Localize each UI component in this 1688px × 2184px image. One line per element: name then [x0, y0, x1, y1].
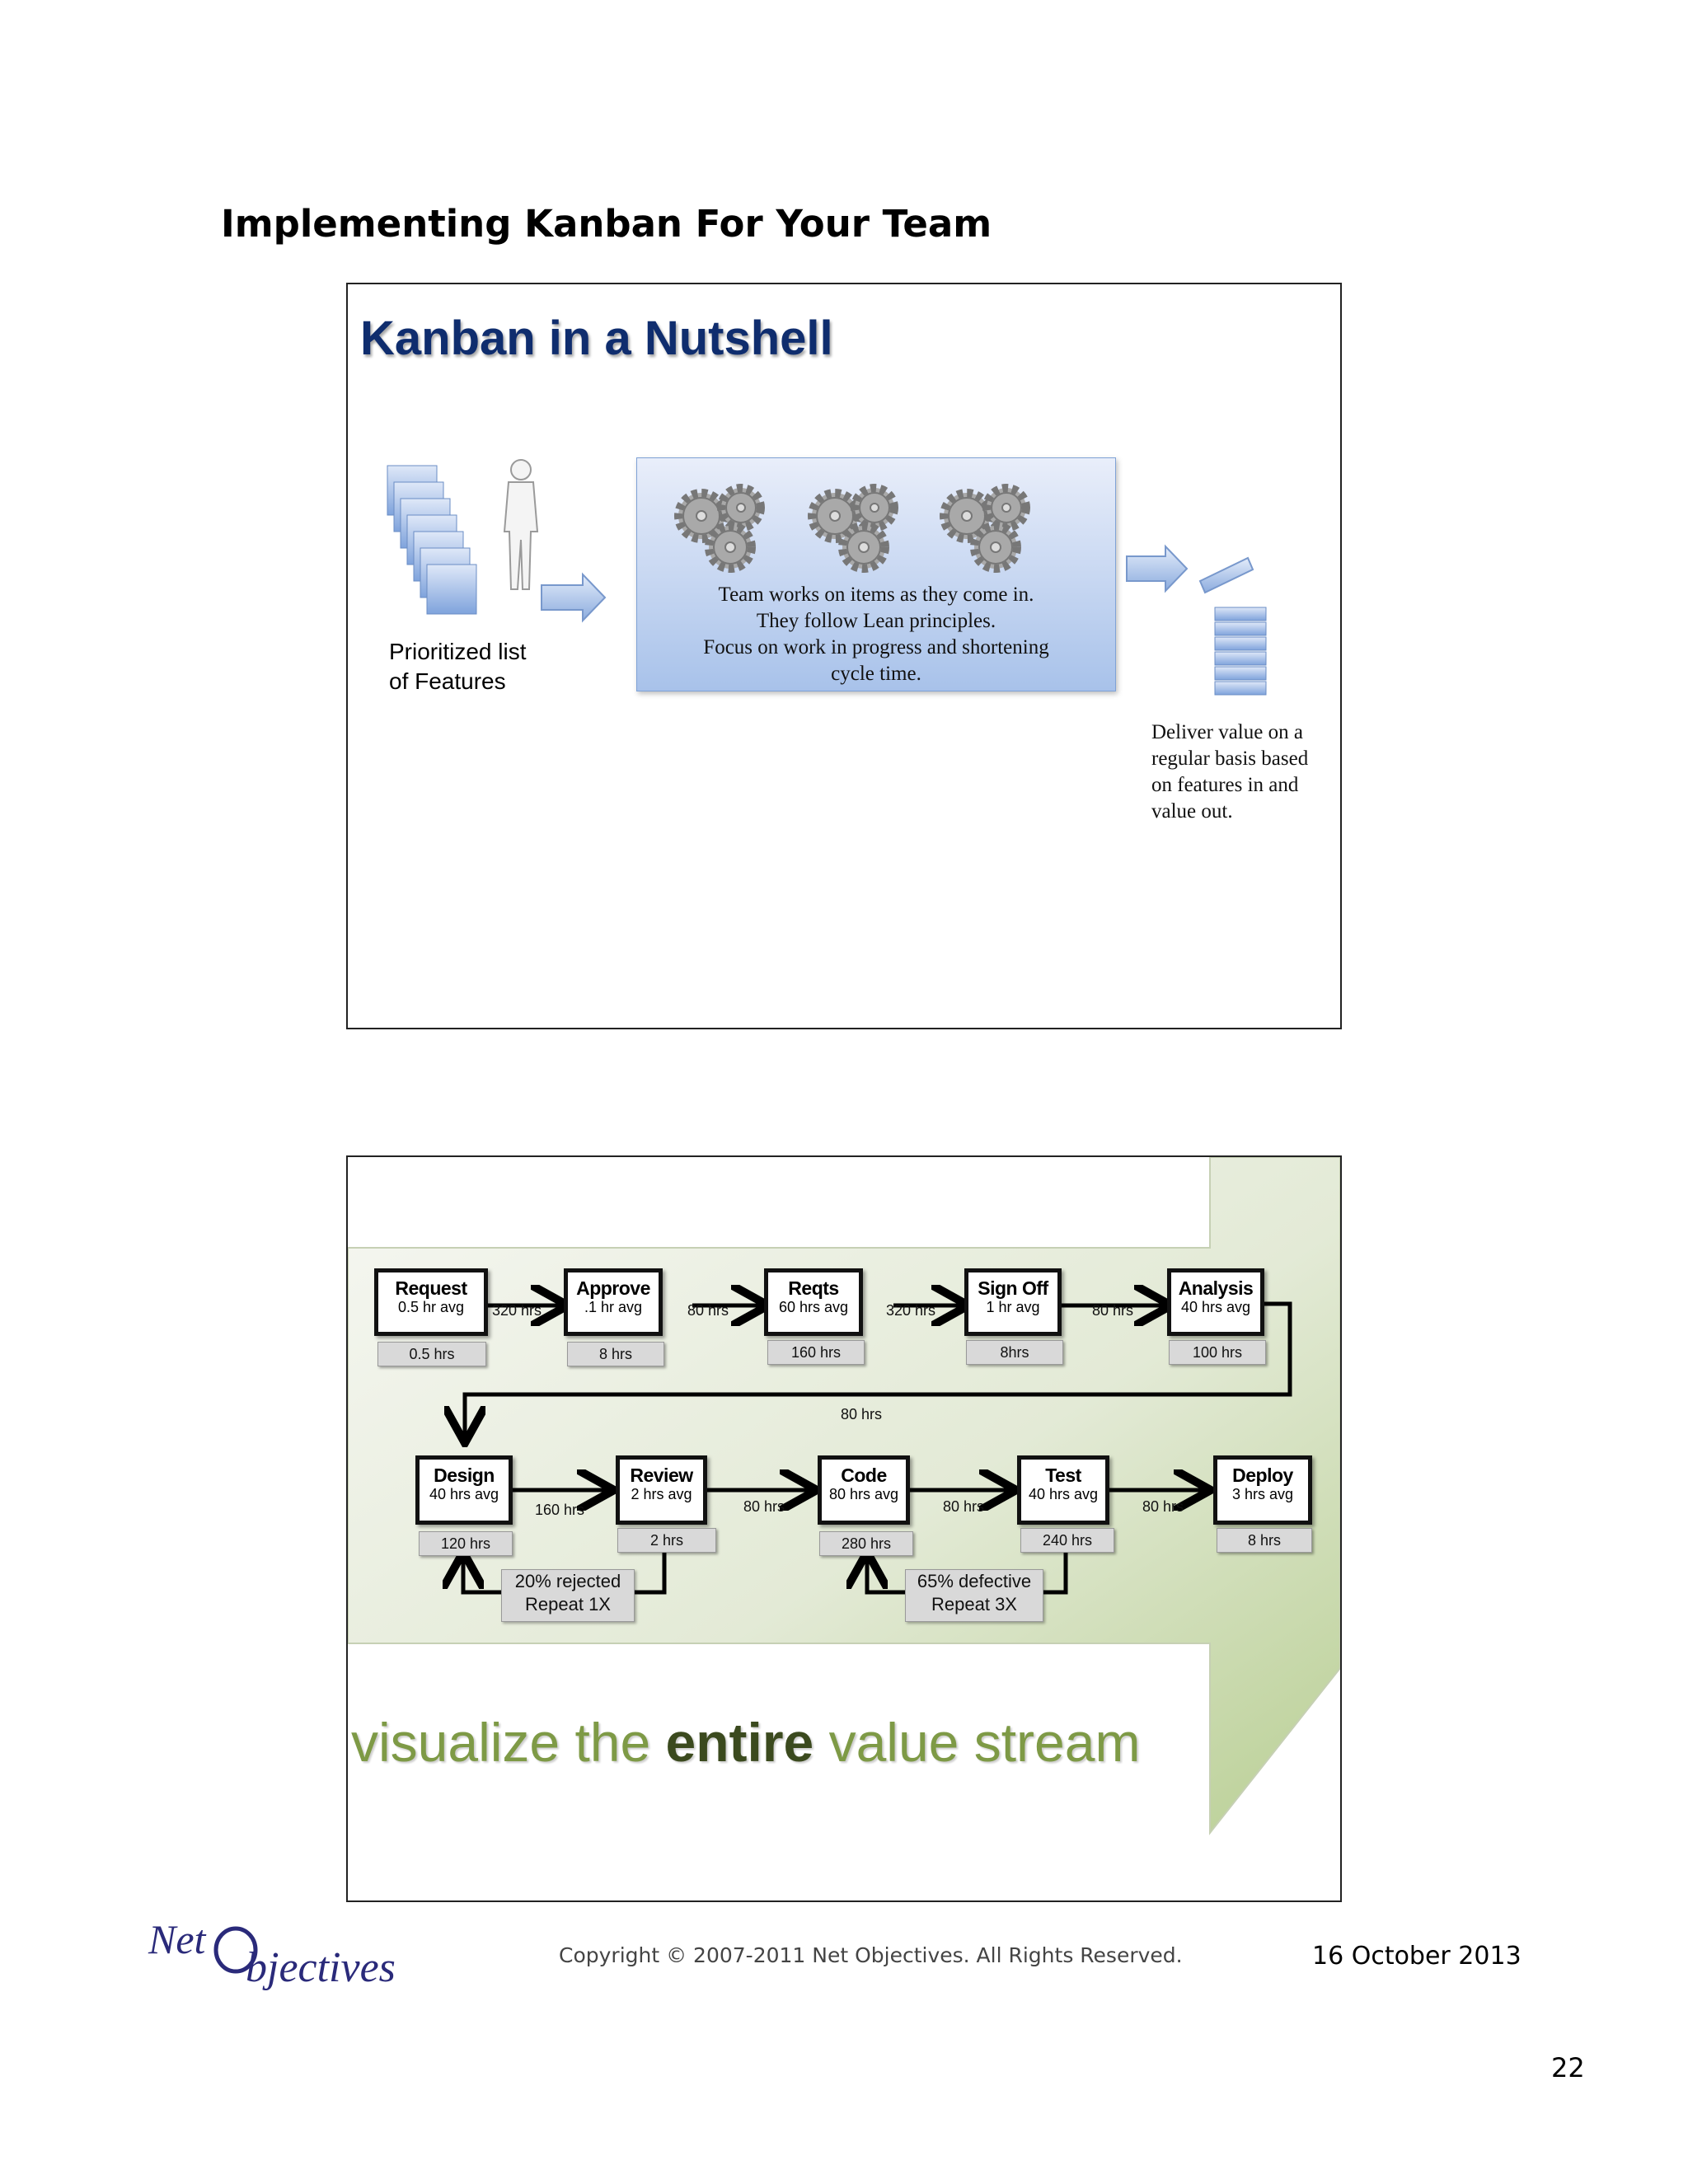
step-name: Test [1045, 1465, 1081, 1486]
delivered-card-icon [1198, 556, 1254, 594]
step-avg: 40 hrs avg [1028, 1486, 1099, 1502]
tagline-part: value stream [814, 1712, 1141, 1773]
process-step-design: Design 40 hrs avg [415, 1455, 513, 1525]
process-step-deploy: Deploy 3 hrs avg [1213, 1455, 1312, 1525]
wait-time-label: 80 hrs [743, 1498, 785, 1515]
step-avg: .1 hr avg [584, 1299, 643, 1315]
step-name: Review [630, 1465, 693, 1486]
wait-time-label: 160 hrs [535, 1502, 585, 1518]
wait-time-label: 320 hrs [492, 1302, 542, 1319]
step-time-review: 2 hrs [617, 1528, 716, 1553]
wait-time-label: 320 hrs [886, 1302, 936, 1319]
process-step-approve: Approve .1 hr avg [564, 1268, 663, 1336]
team-text-line: Team works on items as they come in. [718, 583, 1034, 606]
tagline-part: visualize the [351, 1712, 666, 1773]
team-text-line: cycle time. [831, 663, 921, 685]
deliver-caption: Deliver value on a regular basis based o… [1151, 721, 1309, 823]
feature-stack-icon [387, 465, 477, 615]
step-avg: 1 hr avg [986, 1299, 1040, 1315]
step-avg: 0.5 hr avg [397, 1299, 465, 1315]
rework-repeat: Repeat 3X [931, 1594, 1017, 1615]
team-description: Team works on items as they come in. The… [637, 582, 1115, 687]
rework-loop-test: 65% defective Repeat 3X [905, 1569, 1043, 1622]
footer-date: 16 October 2013 [1312, 1942, 1522, 1971]
tagline: visualize the entire value stream [351, 1711, 1140, 1774]
gears-icon [674, 484, 765, 573]
rework-repeat: Repeat 1X [525, 1594, 611, 1615]
step-time-request: 0.5 hrs [377, 1342, 486, 1366]
team-process-box: Team works on items as they come in. The… [636, 457, 1116, 691]
page-title: Implementing Kanban For Your Team [221, 202, 992, 246]
step-time-approve: 8 hrs [567, 1342, 664, 1366]
kanban-flow-graphic [387, 459, 1267, 696]
step-time-sign-off: 8hrs [966, 1340, 1063, 1365]
step-name: Analysis [1178, 1277, 1254, 1299]
step-avg: 2 hrs avg [631, 1486, 692, 1502]
tagline-emphasis: entire [665, 1712, 814, 1773]
process-step-reqts: Reqts 60 hrs avg [764, 1268, 863, 1336]
step-name: Design [434, 1465, 495, 1486]
gears-icon [808, 484, 898, 573]
page-number: 22 [1551, 2052, 1585, 2083]
process-step-code: Code 80 hrs avg [818, 1455, 910, 1525]
footer-copyright: Copyright © 2007-2011 Net Objectives. Al… [559, 1943, 1183, 1967]
features-caption: Prioritized list of Features [389, 639, 527, 694]
wait-time-label: 80 hrs [841, 1406, 883, 1422]
step-avg: 60 hrs avg [778, 1299, 849, 1315]
team-text-line: Focus on work in progress and shortening [703, 636, 1049, 658]
wait-time-label: 80 hrs [687, 1302, 729, 1319]
step-name: Reqts [788, 1277, 839, 1299]
net-objectives-logo: Net bjectives [148, 1916, 396, 1991]
right-arrow-icon [1126, 544, 1189, 593]
step-time-code: 280 hrs [819, 1531, 913, 1556]
step-avg: 80 hrs avg [828, 1486, 899, 1502]
step-time-deploy: 8 hrs [1217, 1528, 1312, 1553]
step-name: Deploy [1232, 1465, 1293, 1486]
svg-text:bjectives: bjectives [246, 1944, 396, 1991]
rework-rate: 65% defective [917, 1571, 1032, 1591]
process-step-test: Test 40 hrs avg [1017, 1455, 1109, 1525]
gears-icon [940, 484, 1030, 573]
wait-time-label: 80 hrs [943, 1498, 985, 1515]
svg-text:Net: Net [148, 1916, 207, 1962]
process-step-request: Request 0.5 hr avg [374, 1268, 488, 1336]
step-name: Approve [576, 1277, 650, 1299]
wait-time-label: 80 hrs [1142, 1498, 1184, 1515]
step-time-analysis: 100 hrs [1169, 1340, 1266, 1365]
step-name: Sign Off [978, 1277, 1048, 1299]
right-arrow-icon [541, 572, 607, 623]
rework-loop-review: 20% rejected Repeat 1X [501, 1569, 635, 1622]
slide-title: Kanban in a Nutshell [360, 312, 833, 365]
process-step-review: Review 2 hrs avg [616, 1455, 707, 1525]
slide-value-stream: Request 0.5 hr avg 0.5 hrs Approve .1 hr… [346, 1155, 1342, 1902]
step-avg: 40 hrs avg [1180, 1299, 1251, 1315]
step-time-reqts: 160 hrs [767, 1340, 865, 1365]
step-time-design: 120 hrs [419, 1531, 513, 1556]
step-avg: 40 hrs avg [429, 1486, 499, 1502]
process-step-analysis: Analysis 40 hrs avg [1167, 1268, 1264, 1336]
step-name: Request [395, 1277, 467, 1299]
delivered-stack-icon [1214, 607, 1267, 696]
wait-time-label: 80 hrs [1092, 1302, 1134, 1319]
team-text-line: They follow Lean principles. [756, 610, 996, 632]
rework-rate: 20% rejected [514, 1571, 621, 1591]
step-avg: 3 hrs avg [1231, 1486, 1294, 1502]
slide-kanban-nutshell: Kanban in a Nutshell [346, 283, 1342, 1029]
step-name: Code [841, 1465, 887, 1486]
person-icon [503, 459, 539, 590]
step-time-test: 240 hrs [1020, 1528, 1114, 1553]
process-step-sign-off: Sign Off 1 hr avg [964, 1268, 1062, 1336]
